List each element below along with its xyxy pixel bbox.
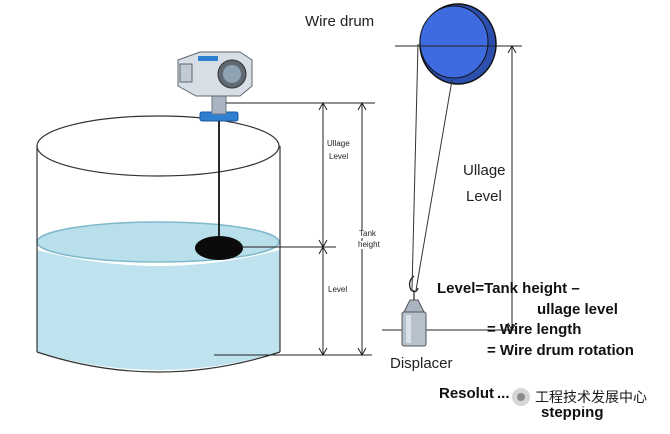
liquid-surface <box>36 221 280 263</box>
level-transmitter <box>177 51 253 122</box>
displacer-hook <box>408 275 419 293</box>
tank-bottom <box>36 351 281 373</box>
drum-wire-left <box>411 43 419 291</box>
formula-line-3: = Wire length <box>487 321 582 338</box>
resolution-line: Resolut <box>439 385 495 402</box>
ullage-small-label-1: Ullage <box>327 139 350 148</box>
transmitter-display-glass <box>223 65 241 83</box>
formula-line-2: ullage level <box>537 301 618 318</box>
tank-top-rim <box>36 115 280 177</box>
tank <box>36 115 281 373</box>
right-ullage-label-2: Level <box>466 188 502 205</box>
ullage-small-label-2: Level <box>329 152 349 161</box>
tank-liquid <box>37 250 280 370</box>
tank-height-label-2: height <box>357 240 381 249</box>
displacer-cap <box>403 299 425 313</box>
stepping-label: stepping <box>541 404 604 421</box>
tank-height-arrow <box>357 101 367 357</box>
displacer <box>401 275 427 347</box>
right-ullage-label-1: Ullage <box>463 162 506 179</box>
watermark: 工程技术发展中心 <box>512 386 666 408</box>
resolution-tail: ... <box>497 385 510 402</box>
wire-drum-label: Wire drum <box>305 13 375 30</box>
transmitter-neck <box>211 93 227 115</box>
wire-drum <box>419 3 497 85</box>
transmitter-cable-gland <box>179 63 193 83</box>
tank-height-label-1: Tank <box>358 229 377 238</box>
transmitter-label <box>198 56 218 61</box>
displacer-label: Displacer <box>390 355 453 372</box>
displacer-body <box>401 311 427 347</box>
watermark-text: 工程技术发展中心 <box>535 389 647 405</box>
displacer-highlight <box>406 315 411 343</box>
wechat-icon <box>512 388 530 406</box>
level-arrow <box>318 245 328 357</box>
drum-wire-right <box>415 79 453 291</box>
wire-drum-face <box>419 5 489 79</box>
float <box>195 236 243 260</box>
level-small-label: Level <box>328 285 348 294</box>
formula-line-1: Level=Tank height – <box>437 280 580 297</box>
formula-line-4: = Wire drum rotation <box>487 342 634 359</box>
ullage-arrow <box>318 101 328 249</box>
